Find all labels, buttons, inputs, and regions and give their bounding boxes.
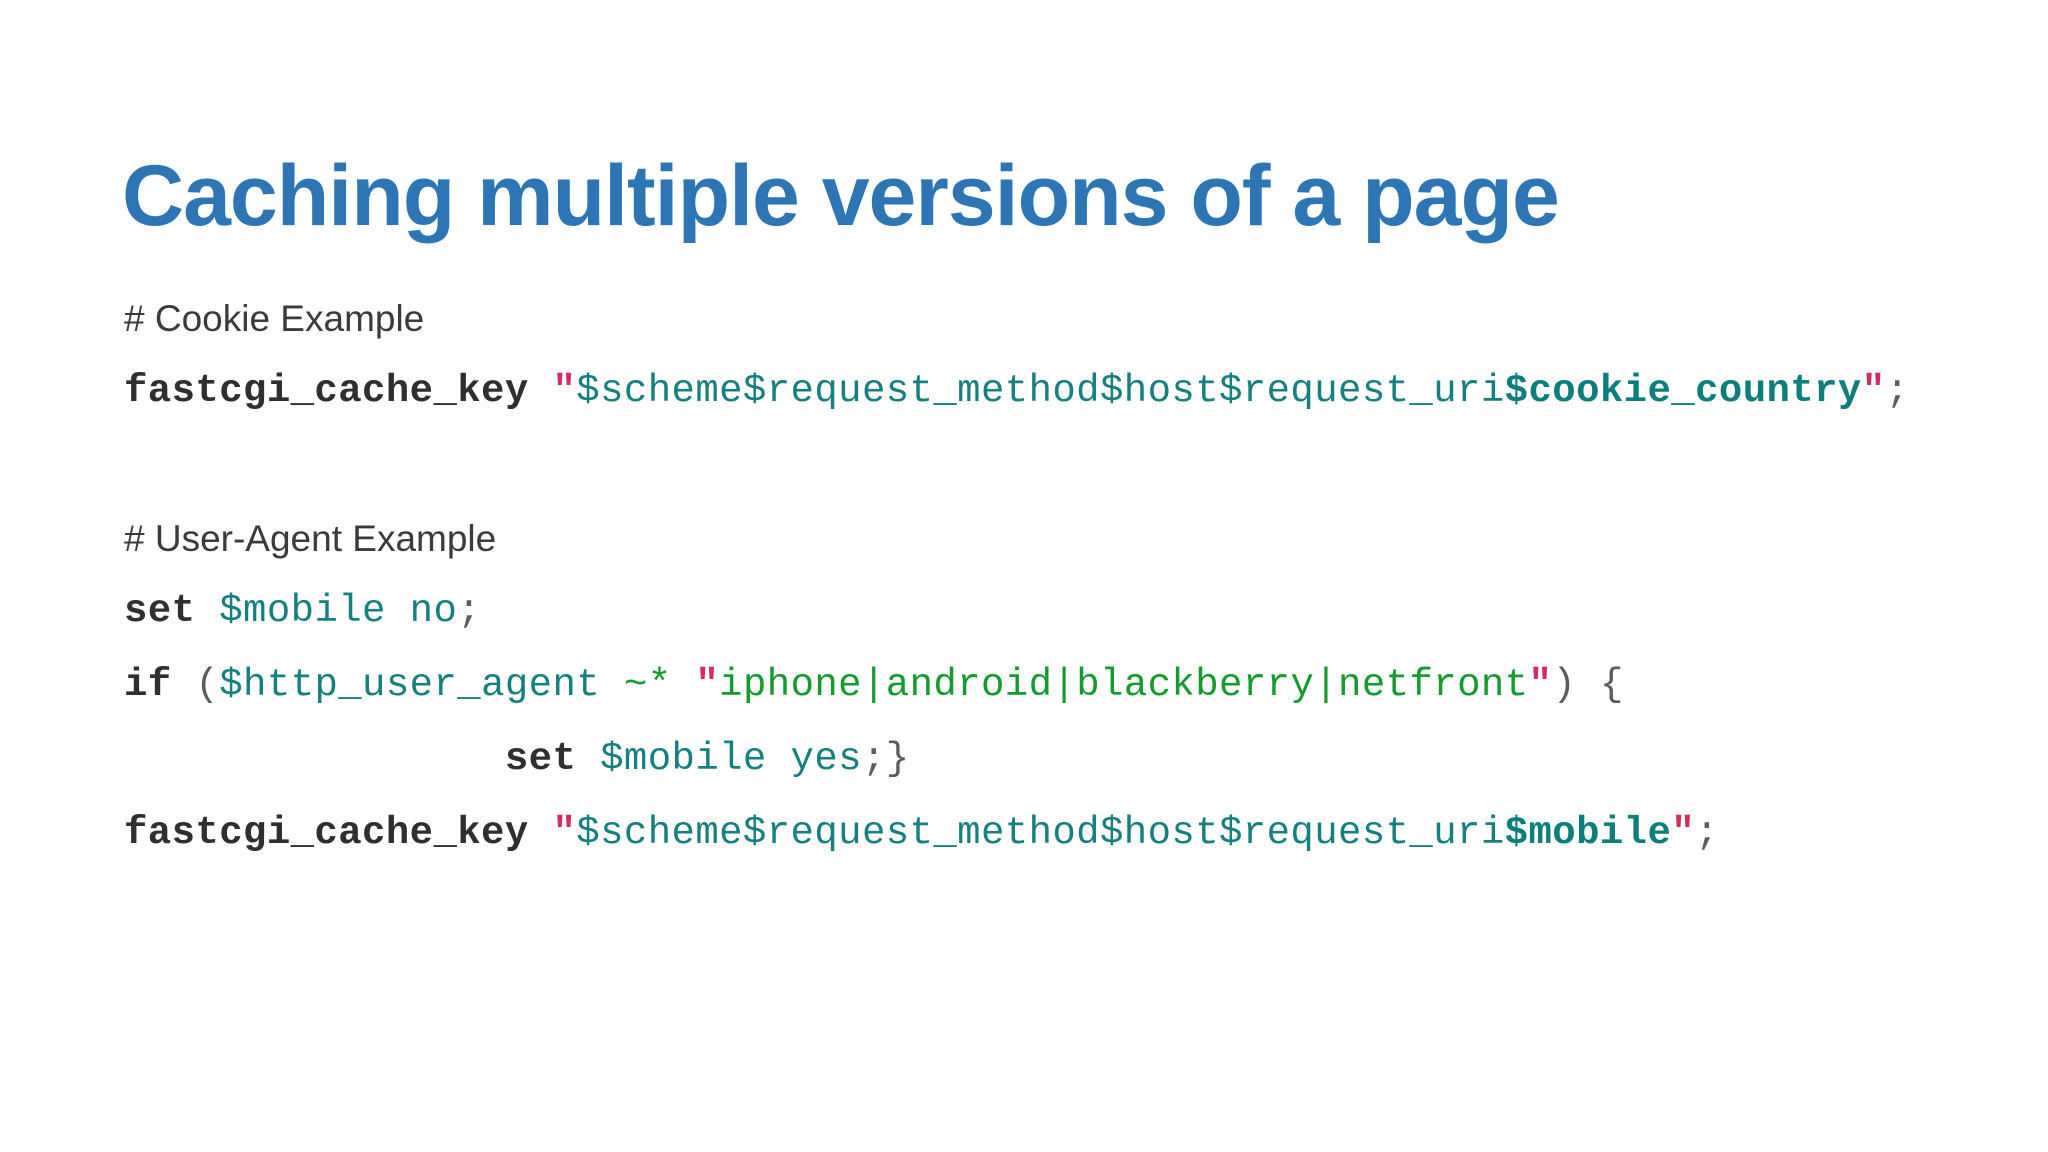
- open-quote: ": [552, 811, 577, 855]
- blank-line: [124, 446, 1984, 492]
- user-agent-regex: iphone|android|blackberry|netfront: [719, 663, 1529, 707]
- statement-terminator: ;: [457, 589, 482, 633]
- cache-key-variables: $scheme$request_method$host$request_uri: [576, 369, 1505, 413]
- space: [576, 737, 600, 781]
- keyword-set: set: [504, 737, 577, 781]
- close-paren: ): [1552, 663, 1577, 707]
- code-block: # Cookie Example fastcgi_cache_key "$sch…: [124, 300, 1984, 888]
- space: [529, 369, 553, 413]
- page-title: Caching multiple versions of a page: [122, 147, 1560, 244]
- close-quote: ": [1528, 663, 1553, 707]
- space: [672, 663, 696, 707]
- space: [172, 663, 196, 707]
- comment-cookie-example: # Cookie Example: [124, 298, 425, 339]
- code-line-mobile-cache-key: fastcgi_cache_key "$scheme$request_metho…: [124, 814, 1984, 860]
- keyword-if: if: [124, 663, 172, 707]
- space: [1576, 663, 1600, 707]
- statement-terminator: ;: [1885, 369, 1910, 413]
- open-brace: {: [1599, 663, 1624, 707]
- close-quote: ": [1671, 811, 1696, 855]
- space: [529, 811, 553, 855]
- comment-user-agent-example: # User-Agent Example: [124, 518, 497, 559]
- directive-fastcgi-cache-key: fastcgi_cache_key: [124, 811, 529, 855]
- open-quote: ": [695, 663, 720, 707]
- close-quote: ": [1861, 369, 1886, 413]
- mobile-variable-assignment: $mobile no: [219, 589, 458, 633]
- http-user-agent-variable: $http_user_agent: [219, 663, 601, 707]
- code-line-set-mobile-no: set $mobile no;: [124, 592, 1984, 638]
- code-line-if-user-agent: if ($http_user_agent ~* "iphone|android|…: [124, 666, 1984, 712]
- space: [600, 663, 624, 707]
- cookie-country-variable: $cookie_country: [1504, 369, 1862, 413]
- open-quote: ": [552, 369, 577, 413]
- directive-fastcgi-cache-key: fastcgi_cache_key: [124, 369, 529, 413]
- space: [195, 589, 219, 633]
- mobile-variable-assignment: $mobile yes: [600, 737, 862, 781]
- indent: [124, 737, 505, 781]
- statement-terminator-and-close-brace: ;}: [861, 737, 910, 781]
- statement-terminator: ;: [1695, 811, 1719, 855]
- regex-match-operator: ~*: [623, 663, 672, 707]
- keyword-set: set: [124, 589, 196, 633]
- code-line-cookie-cache-key: fastcgi_cache_key "$scheme$request_metho…: [124, 372, 1984, 418]
- mobile-variable: $mobile: [1504, 811, 1672, 855]
- code-line-set-mobile-yes: set $mobile yes;}: [124, 740, 1984, 786]
- open-paren: (: [195, 663, 220, 707]
- cache-key-variables: $scheme$request_method$host$request_uri: [576, 811, 1505, 855]
